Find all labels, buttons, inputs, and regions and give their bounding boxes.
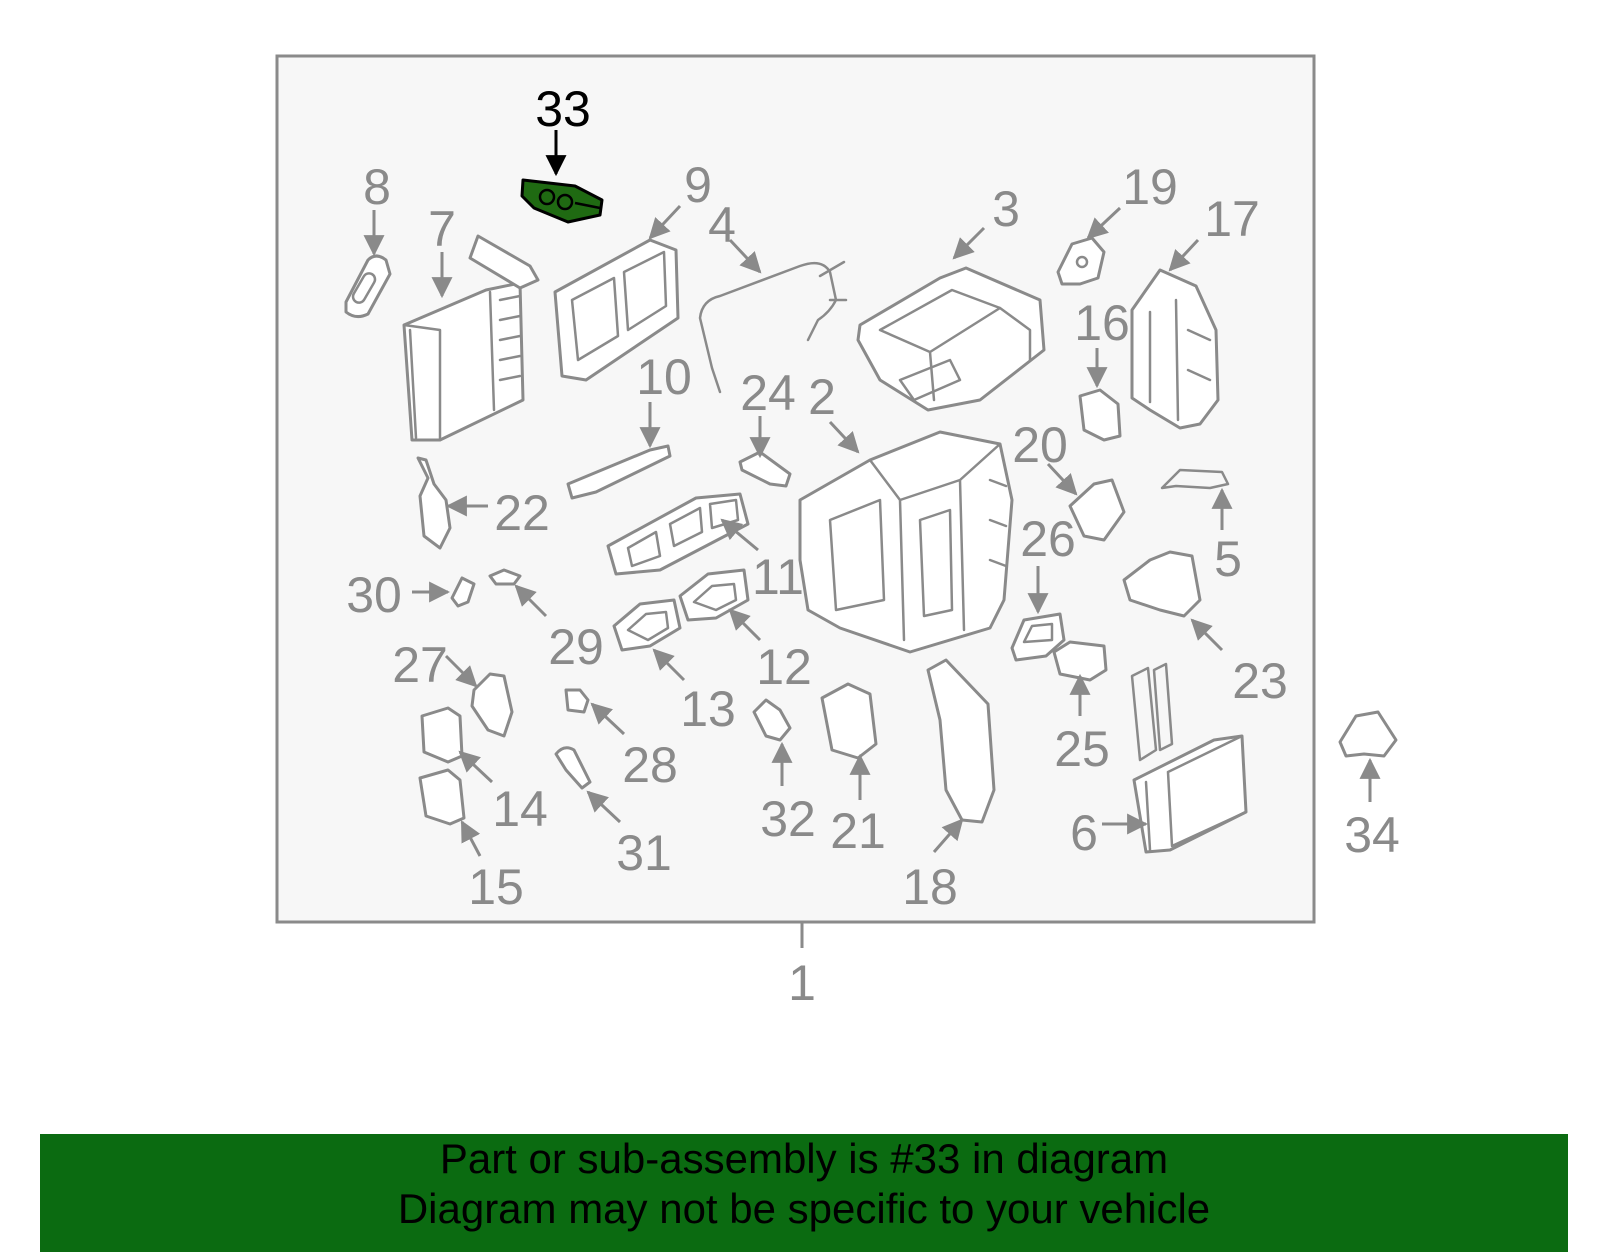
part-31 — [554, 746, 592, 790]
part-9 — [553, 238, 680, 382]
callout-26[interactable]: 26 — [1020, 511, 1076, 567]
part-22 — [416, 456, 452, 550]
part-34 — [1338, 710, 1398, 758]
part-25 — [1052, 640, 1108, 682]
part-11 — [606, 492, 750, 576]
part-2 — [798, 430, 1014, 654]
part-21 — [820, 682, 878, 760]
part-15 — [418, 768, 466, 826]
part-14 — [420, 706, 464, 764]
part-19 — [1056, 236, 1106, 286]
callout-23[interactable]: 23 — [1232, 653, 1288, 709]
callout-14[interactable]: 14 — [492, 781, 548, 837]
callout-9[interactable]: 9 — [684, 157, 712, 213]
callout-32[interactable]: 32 — [760, 791, 816, 847]
part-23 — [1122, 550, 1202, 618]
callout-6[interactable]: 6 — [1070, 805, 1098, 861]
callout-21[interactable]: 21 — [830, 803, 886, 859]
callout-25[interactable]: 25 — [1054, 721, 1110, 777]
callout-18[interactable]: 18 — [902, 859, 958, 915]
part-12 — [678, 568, 750, 622]
callout-10[interactable]: 10 — [636, 349, 692, 405]
callout-24[interactable]: 24 — [740, 365, 796, 421]
part-18 — [926, 658, 996, 824]
part-4 — [698, 260, 848, 394]
callout-3[interactable]: 3 — [992, 181, 1020, 237]
callout-17[interactable]: 17 — [1204, 191, 1260, 247]
callout-5[interactable]: 5 — [1214, 531, 1242, 587]
part-28 — [564, 688, 590, 714]
part-29 — [488, 568, 522, 586]
callout-31[interactable]: 31 — [616, 825, 672, 881]
callout-15[interactable]: 15 — [468, 859, 524, 915]
part-30 — [450, 576, 476, 608]
callout-20[interactable]: 20 — [1012, 417, 1068, 473]
part-5 — [1160, 468, 1230, 490]
callout-11[interactable]: 11 — [752, 549, 804, 605]
callout-4[interactable]: 4 — [708, 197, 736, 253]
part-6 — [1130, 662, 1248, 854]
leader-arrows — [363, 130, 1381, 857]
callout-12[interactable]: 12 — [756, 639, 812, 695]
part-10 — [566, 444, 672, 500]
callout-labels: 33 8 9 7 4 3 19 17 16 10 24 2 20 22 11 2… — [346, 81, 1400, 1011]
part-26 — [1010, 612, 1066, 662]
callout-2[interactable]: 2 — [808, 369, 836, 425]
callout-7[interactable]: 7 — [428, 201, 456, 257]
part-20 — [1068, 478, 1126, 542]
part-13 — [612, 598, 682, 652]
callout-30[interactable]: 30 — [346, 567, 402, 623]
part-32 — [752, 698, 792, 742]
part-33-highlighted[interactable] — [520, 178, 604, 224]
callout-34[interactable]: 34 — [1344, 807, 1400, 863]
info-banner: Part or sub-assembly is #33 in diagram D… — [40, 1134, 1568, 1252]
part-27 — [470, 672, 514, 738]
callout-33[interactable]: 33 — [535, 81, 591, 137]
part-16 — [1078, 388, 1122, 442]
part-7 — [402, 234, 540, 442]
callout-22[interactable]: 22 — [494, 485, 550, 541]
callout-19[interactable]: 19 — [1122, 159, 1178, 215]
part-8 — [344, 254, 392, 319]
callout-16[interactable]: 16 — [1074, 295, 1130, 351]
part-17 — [1130, 268, 1220, 430]
part-3 — [856, 266, 1046, 412]
callout-27[interactable]: 27 — [392, 637, 448, 693]
callout-28[interactable]: 28 — [622, 737, 678, 793]
banner-line-2: Diagram may not be specific to your vehi… — [397, 1185, 1211, 1232]
banner-line-1: Part or sub-assembly is #33 in diagram — [439, 1135, 1169, 1182]
callout-29[interactable]: 29 — [548, 619, 604, 675]
callout-8[interactable]: 8 — [363, 159, 391, 215]
callout-1[interactable]: 1 — [788, 955, 816, 1011]
callout-13[interactable]: 13 — [680, 681, 736, 737]
